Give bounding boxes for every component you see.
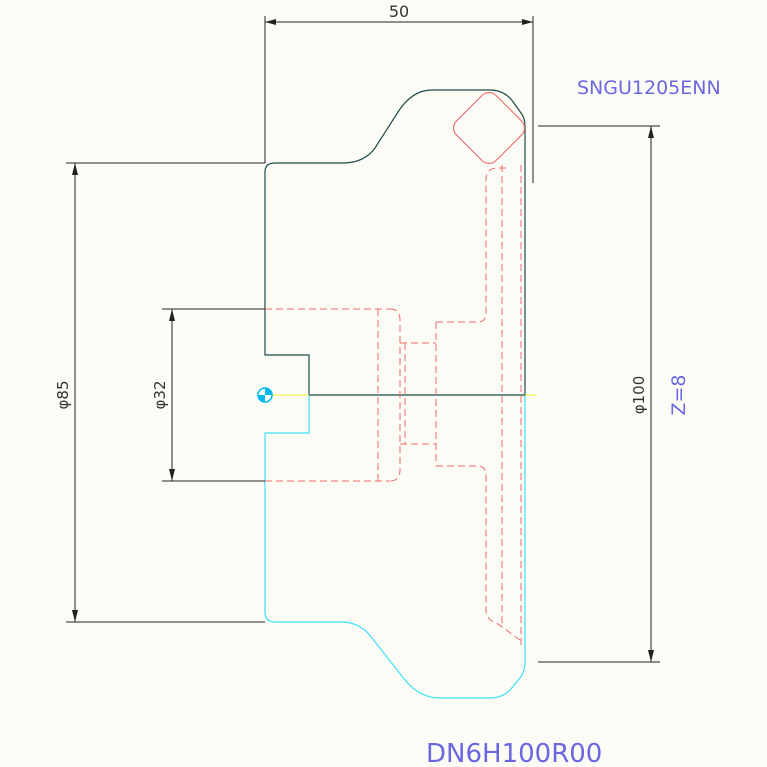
body-outline-upper — [264, 89, 526, 395]
insert-designation: SNGU1205ENN — [577, 77, 721, 99]
dim-phi32: φ32 — [151, 381, 169, 410]
arrowheads — [72, 19, 654, 662]
part-number: DN6H100R00 — [426, 739, 602, 767]
dim-phi85: φ85 — [54, 381, 72, 410]
dim-width-50: 50 — [389, 2, 409, 21]
dimension-lines — [66, 16, 660, 663]
dim-phi100: φ100 — [630, 376, 648, 415]
hidden-lines — [265, 165, 522, 645]
teeth-count: Z=8 — [668, 374, 690, 415]
insert-outline — [452, 91, 526, 165]
body-outline-lower — [264, 395, 526, 699]
origin-marker — [257, 387, 273, 403]
